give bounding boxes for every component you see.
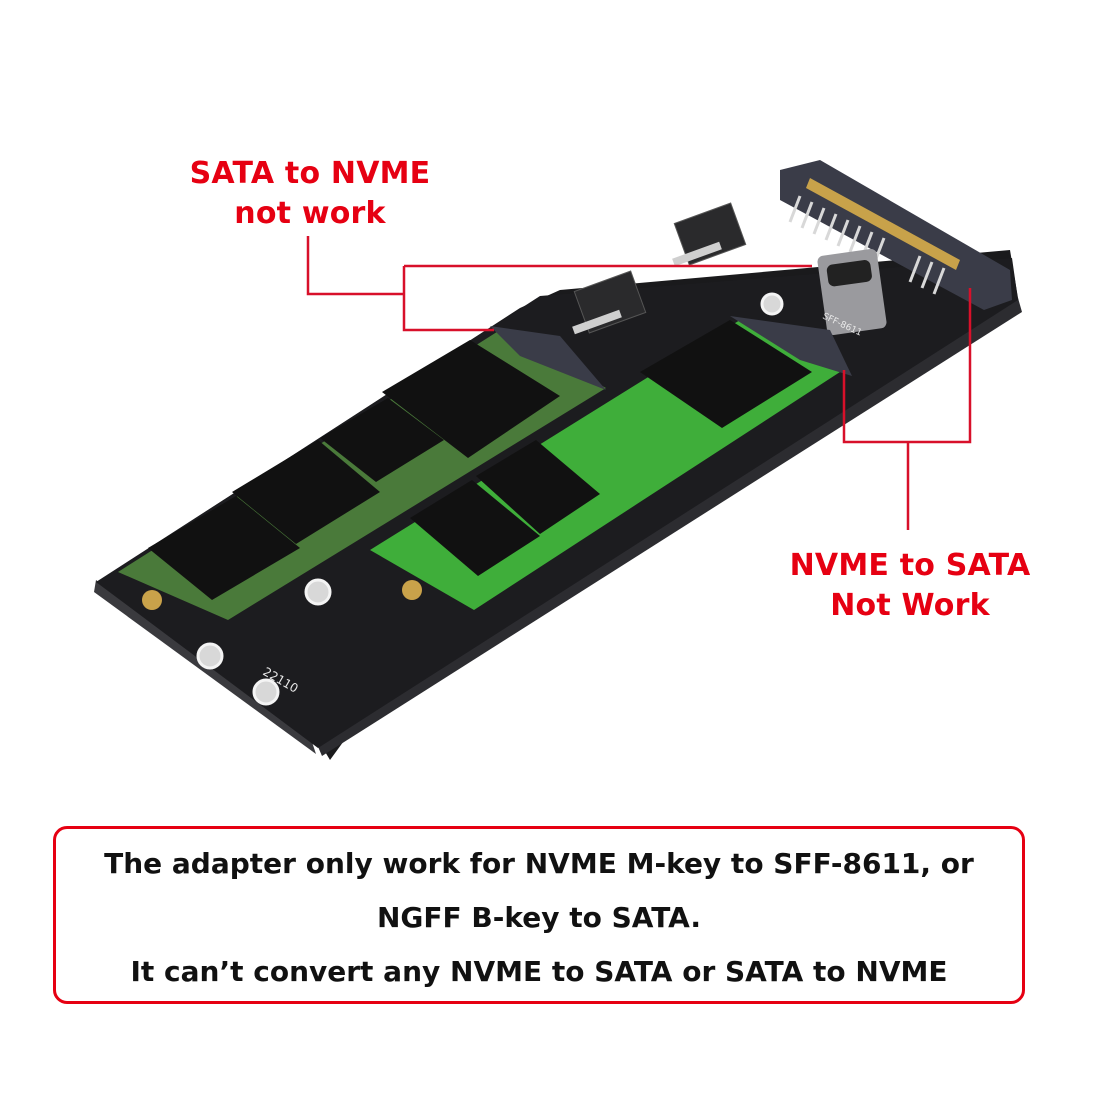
callout-sata-to-nvme-line2: not work — [234, 196, 386, 231]
ngff-ssd — [118, 326, 606, 620]
callout-line-top — [306, 236, 404, 296]
note-line-3: It can’t convert any NVME to SATA or SAT… — [130, 955, 948, 988]
annotation-lines — [306, 236, 972, 530]
note-line-2: NGFF B-key to SATA. — [376, 901, 702, 934]
callout-sata-to-nvme: SATA to NVME not work — [160, 154, 460, 234]
callout-nvme-to-sata-line2: Not Work — [830, 588, 990, 623]
sff-8611-port — [817, 248, 887, 336]
compatibility-note-box: The adapter only work for NVME M-key to … — [53, 826, 1025, 1004]
callout-sata-to-nvme-line1: SATA to NVME — [189, 156, 431, 191]
callout-nvme-to-sata-line1: NVME to SATA — [789, 548, 1031, 583]
board-ics — [572, 202, 747, 335]
nvme-ssd — [370, 316, 852, 610]
mounting-holes — [196, 292, 784, 706]
note-line-1: The adapter only work for NVME M-key to … — [104, 847, 974, 880]
callout-nvme-to-sata: NVME to SATA Not Work — [770, 546, 1050, 626]
